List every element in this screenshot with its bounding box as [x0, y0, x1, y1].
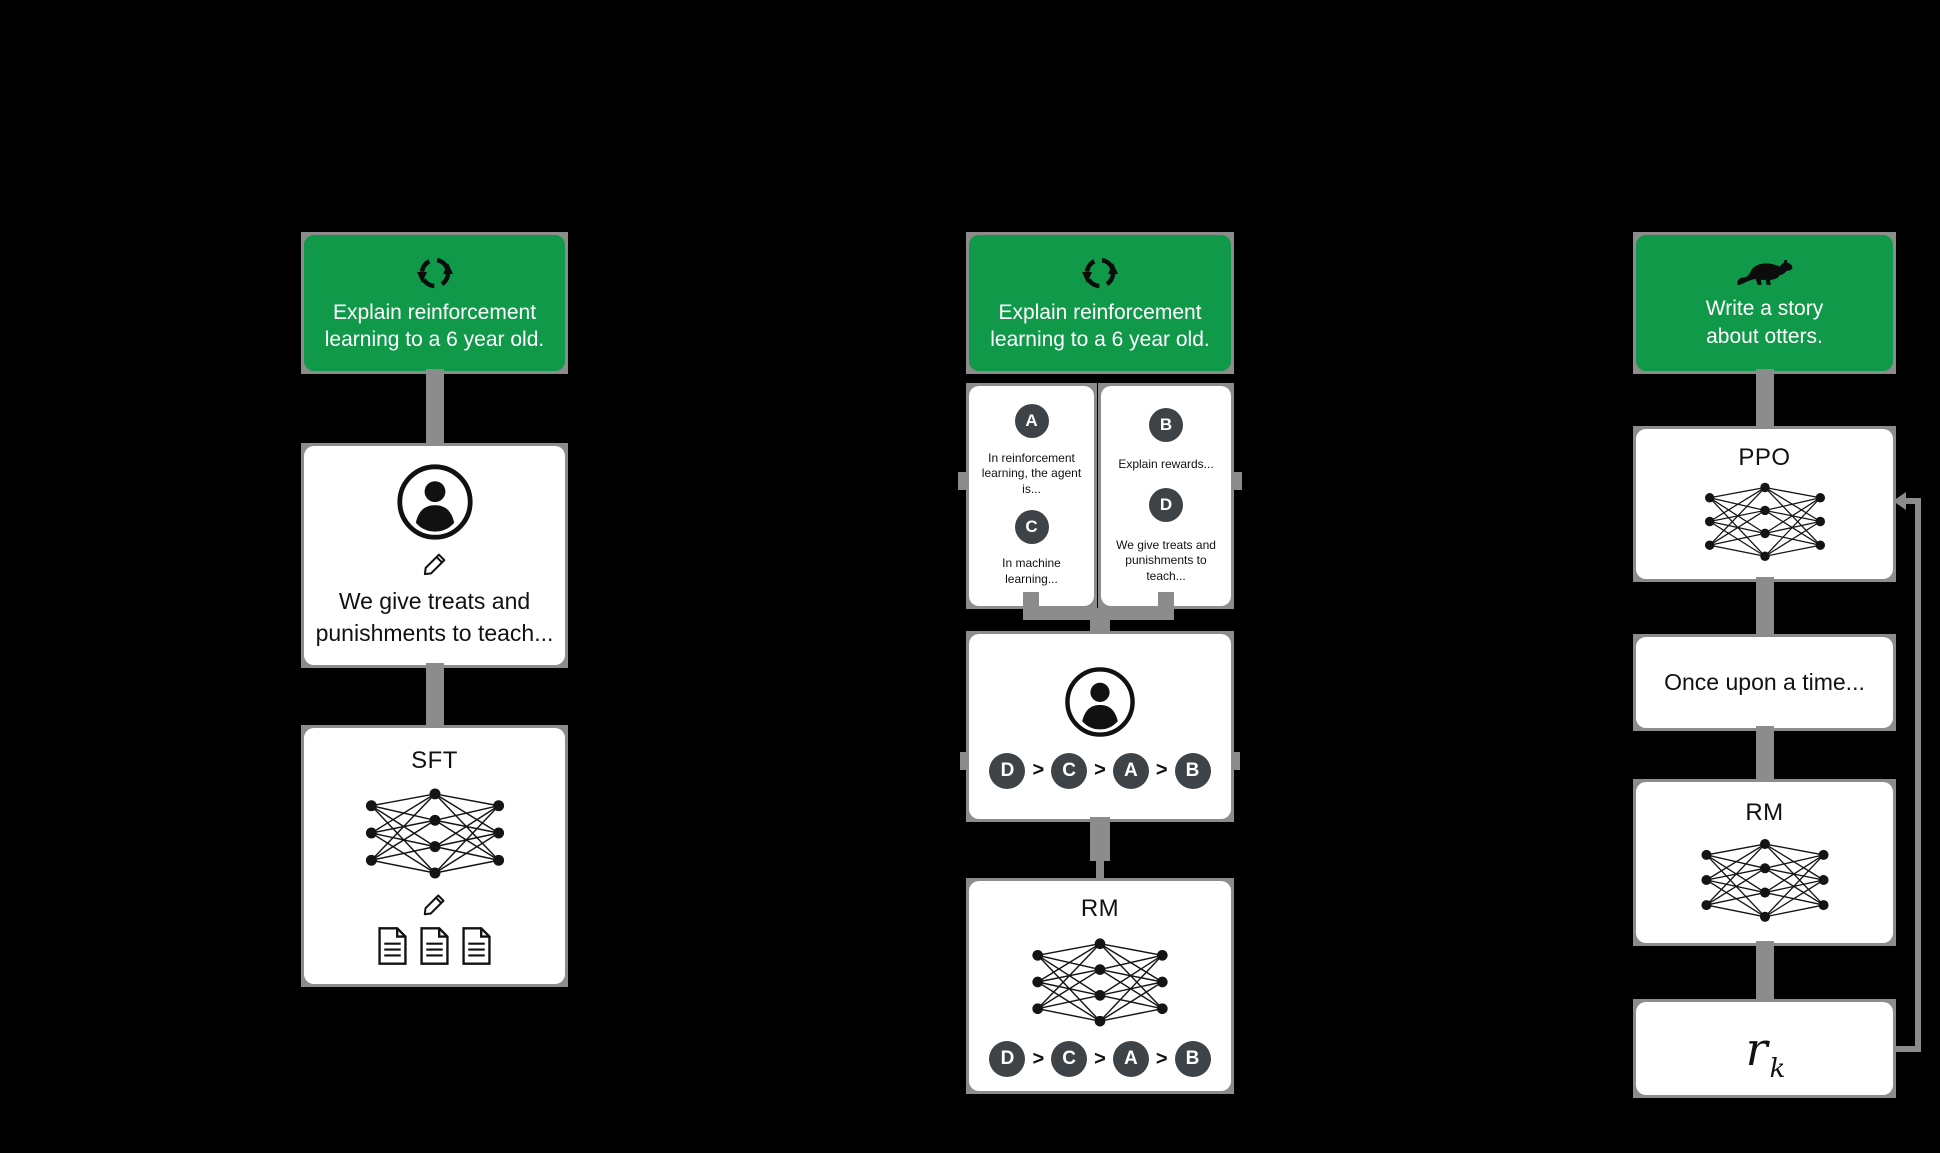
- feedback-connector: [1915, 498, 1921, 1052]
- rank-badge: C: [1051, 1041, 1088, 1077]
- connector: [1090, 616, 1110, 636]
- sft-model-box: SFT: [301, 725, 568, 987]
- documents-row: [376, 926, 493, 966]
- rank-badge: A: [1112, 1041, 1149, 1077]
- connector-stub: [1231, 752, 1240, 770]
- rank-badge: B: [1174, 1041, 1211, 1077]
- cycle-icon: [416, 257, 453, 288]
- sample-badge: B: [1149, 407, 1183, 442]
- feedback-connector: [1893, 1046, 1921, 1052]
- connector-stub: [1231, 472, 1242, 490]
- rm-label: RM: [1745, 799, 1784, 826]
- neural-network-icon: [1700, 839, 1829, 922]
- connector: [1023, 592, 1039, 610]
- ppo-label: PPO: [1738, 443, 1791, 471]
- rank-badge: A: [1112, 752, 1149, 789]
- connector: [1023, 608, 1174, 620]
- cycle-icon: [1082, 257, 1118, 288]
- rank-badge: B: [1174, 752, 1211, 789]
- connector: [1090, 817, 1110, 861]
- sample-text: In machine learning...: [1002, 556, 1061, 586]
- feedback-arrowhead: [1893, 492, 1906, 510]
- labeler-ranking-box: D > C > A > B: [960, 631, 1240, 822]
- ppo-prompt-box: Write a story about otters.: [1633, 232, 1896, 374]
- rank-badge: D: [989, 752, 1026, 789]
- samples-box-right: B Explain rewards... D We give treats an…: [1098, 383, 1242, 609]
- output-text: Once upon a time...: [1664, 668, 1865, 695]
- greater-than: >: [1094, 759, 1106, 781]
- prompt-text: Explain reinforcement learning to a 6 ye…: [990, 300, 1210, 351]
- prompt-text: Write a story about otters.: [1705, 297, 1824, 348]
- ppo-policy-box: PPO: [1633, 426, 1896, 582]
- sample-text: Explain rewards...: [1118, 457, 1214, 472]
- connector: [1756, 369, 1774, 431]
- connector-stub: [958, 472, 969, 490]
- connector-stub: [960, 752, 969, 770]
- connector: [1756, 941, 1774, 1004]
- prompt-text: Explain reinforcement learning to a 6 ye…: [324, 300, 545, 351]
- greater-than: >: [1032, 759, 1045, 781]
- demonstration-text: We give treats and punishments to teach.…: [315, 588, 554, 646]
- sample-badge: D: [1149, 488, 1183, 523]
- reward-model-box: RM D > C > A > B: [966, 878, 1234, 1094]
- rm-label: RM: [1080, 895, 1120, 922]
- rank-badge: C: [1051, 752, 1088, 789]
- connector: [426, 663, 444, 730]
- connector: [1158, 592, 1174, 610]
- sample-text: We give treats and punishments to teach.…: [1116, 537, 1216, 583]
- sample-text: In reinforcement learning, the agent is.…: [981, 450, 1082, 496]
- rank-badge: D: [989, 1041, 1026, 1077]
- neural-network-icon: [365, 787, 504, 878]
- greater-than: >: [1032, 1047, 1045, 1070]
- sample-badge: A: [1014, 404, 1049, 439]
- connector: [1756, 726, 1774, 784]
- feedback-connector: [1904, 498, 1921, 504]
- pencil-icon: [423, 554, 445, 576]
- document-icon: [378, 926, 407, 965]
- greater-than: >: [1155, 759, 1168, 781]
- model-output-box: Once upon a time...: [1633, 634, 1896, 731]
- labeler-demonstration-box: We give treats and punishments to teach.…: [301, 443, 568, 668]
- otter-icon: [1736, 259, 1792, 286]
- reward-value-box: rk: [1633, 999, 1896, 1098]
- greater-than: >: [1094, 1047, 1106, 1070]
- greater-than: >: [1155, 1047, 1168, 1070]
- reward-symbol: rk: [1745, 1021, 1786, 1084]
- sft-model-label: SFT: [411, 746, 458, 774]
- sample-badge: C: [1014, 510, 1049, 544]
- person-icon: [396, 464, 473, 541]
- samples-box-left: A In reinforcement learning, the agent i…: [958, 383, 1097, 609]
- document-icon: [462, 926, 491, 965]
- neural-network-icon: [1704, 482, 1825, 561]
- connector: [426, 369, 444, 448]
- reward-model-box-right: RM: [1633, 779, 1896, 946]
- document-icon: [420, 926, 449, 965]
- connector: [1756, 577, 1774, 639]
- ranking-row: D > C > A > B: [989, 752, 1211, 789]
- rm-prompt-box: Explain reinforcement learning to a 6 ye…: [966, 232, 1234, 374]
- person-icon: [1065, 666, 1135, 737]
- neural-network-icon: [1032, 938, 1168, 1027]
- pencil-icon: [423, 894, 445, 915]
- ranking-row: D > C > A > B: [989, 1041, 1211, 1077]
- sft-prompt-box: Explain reinforcement learning to a 6 ye…: [301, 232, 568, 374]
- connector: [1096, 861, 1104, 883]
